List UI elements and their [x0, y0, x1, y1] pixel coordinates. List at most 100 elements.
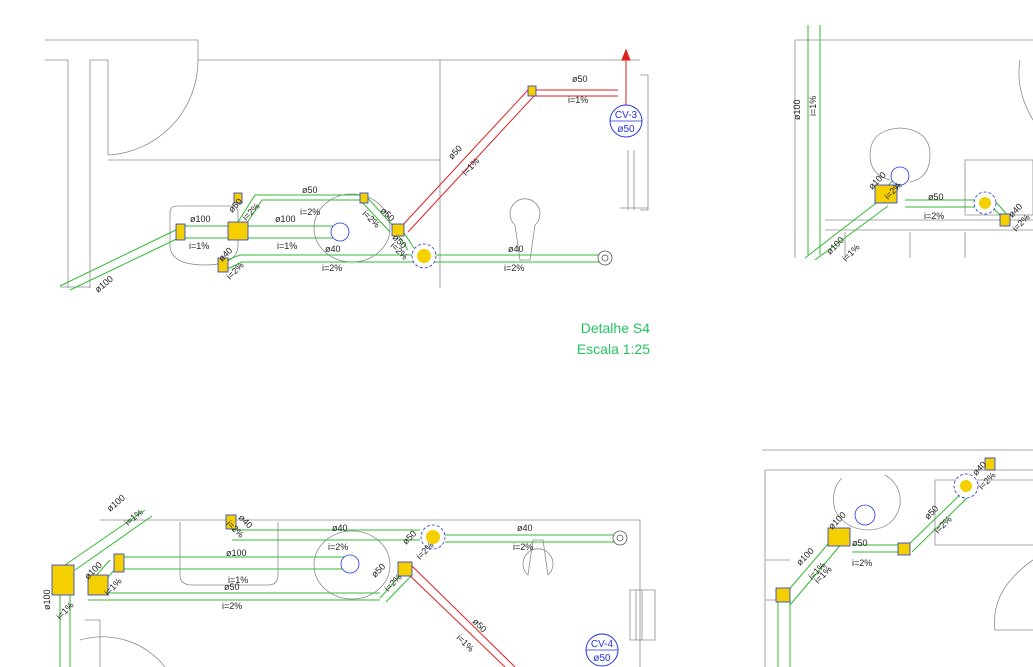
label: i=1% — [460, 156, 481, 178]
label: i=2% — [222, 601, 242, 611]
detail-title: Detalhe S4 — [581, 320, 650, 336]
pipe-d50-diag — [904, 489, 971, 553]
bidet-outlet-inner — [601, 254, 609, 262]
vent-cv4-name: CV-4 — [591, 639, 614, 650]
pipe-d100-vertical — [807, 25, 821, 255]
toilet-outline — [833, 474, 901, 531]
detail-title-block: Detalhe S4 Escala 1:25 — [577, 320, 650, 357]
wall-left — [85, 619, 101, 667]
label: ø100 — [42, 589, 52, 610]
label: ø50 — [224, 582, 240, 592]
label: i=1% — [808, 96, 818, 116]
label: i=1% — [123, 507, 145, 528]
label: ø50 — [852, 538, 868, 548]
label: i=2% — [513, 542, 533, 552]
vent-cv4: CV-4 ø50 — [585, 633, 619, 667]
pipes-bottom-left-red — [403, 565, 516, 667]
fitting-d — [225, 514, 237, 530]
vent-cv3-name: CV-3 — [615, 110, 638, 121]
fitting-g — [217, 257, 229, 273]
label: ø40 — [325, 244, 341, 254]
vent-arrow — [621, 48, 631, 61]
wall-left-inner — [89, 59, 109, 288]
label: ø50 — [369, 561, 387, 579]
wall-bottom — [825, 219, 1033, 258]
toilet-outlet — [330, 222, 350, 242]
panel-bottom-left — [79, 519, 656, 667]
fitting-a — [874, 184, 898, 204]
labels-bottom-left: ø100 i=1% ø40 i=2% ø40 i=2% ø40 i=2% ø10… — [42, 493, 533, 654]
fitting-b — [999, 213, 1011, 227]
fittings-top-left — [175, 85, 613, 273]
floor-drain-core — [417, 249, 431, 263]
sink-outline — [964, 159, 1033, 216]
door-arc — [79, 636, 166, 667]
label: ø100 — [190, 214, 211, 224]
label: i=1% — [228, 575, 248, 585]
vent-cv3-diameter: ø50 — [617, 124, 635, 135]
pipe-d40-lower — [221, 254, 420, 271]
pipe-d100-diag-up — [64, 509, 153, 571]
fittings-bottom-left — [51, 514, 628, 596]
label: ø50 — [446, 143, 464, 161]
pipes-top-left-green — [59, 194, 605, 291]
vent-cv3: CV-3 ø50 — [609, 104, 643, 138]
label: ø50 — [922, 503, 940, 521]
wall-left-door-jamb — [45, 59, 69, 288]
toilet-outlet — [890, 166, 910, 186]
pipe-d100-diag — [59, 227, 186, 291]
label: i=1% — [277, 241, 297, 251]
fittings-bottom-right — [775, 457, 996, 603]
pipe-d50-vent-stack — [399, 89, 618, 233]
fitting-b — [227, 221, 249, 241]
window-right — [629, 589, 656, 641]
vent-cv4-diameter: ø50 — [593, 653, 611, 664]
fitting-c — [897, 542, 911, 556]
fitting-d — [359, 192, 369, 204]
floor-drain-core — [979, 197, 991, 209]
label: i=2% — [328, 542, 348, 552]
bidet-outline — [522, 539, 554, 576]
label: ø50 — [572, 74, 588, 84]
door-arc — [1018, 59, 1033, 121]
panel-top-left — [45, 39, 649, 288]
fitting-c — [233, 192, 243, 204]
fitting-e — [397, 561, 413, 577]
detail-scale: Escala 1:25 — [577, 341, 650, 357]
wall-right — [620, 74, 649, 211]
fitting-d — [984, 457, 996, 471]
label: ø50 — [400, 528, 418, 546]
label: ø40 — [517, 523, 533, 533]
label: ø100 — [792, 99, 802, 120]
label: i=1% — [568, 95, 588, 105]
toilet-outline — [869, 127, 931, 183]
wall-mid — [108, 60, 441, 161]
fitting-a — [175, 223, 186, 241]
labels-top-left: ø50 i=1% ø50 i=1% ø50 ø50 i=2% ø50 i=2% … — [93, 74, 588, 295]
pipe-d100-h1 — [185, 225, 232, 239]
wall-top-left — [45, 39, 640, 61]
fitting-e — [391, 223, 405, 237]
label: ø100 — [275, 214, 296, 224]
fitting-f — [527, 85, 537, 97]
pipes-top-left-red — [399, 48, 631, 233]
pipe-d100-diag — [804, 199, 889, 261]
floor-drain-core — [426, 530, 440, 544]
label: ø50 — [302, 185, 318, 195]
pipe-d40-upper — [232, 529, 420, 541]
label: i=2% — [932, 514, 953, 535]
label: ø40 — [332, 523, 348, 533]
fittings-top-right — [874, 166, 1011, 227]
label: i=2% — [300, 207, 320, 217]
label: i=1% — [840, 242, 861, 263]
label: ø100 — [105, 493, 127, 514]
floor-drain-core — [960, 480, 972, 492]
pipe-d50-h — [905, 199, 975, 208]
tub-curve — [994, 559, 1033, 631]
label: i=1% — [54, 600, 75, 621]
bidet-outline — [509, 198, 541, 261]
wall-top — [100, 519, 641, 540]
label: i=2% — [504, 263, 524, 273]
pipe-d50-h — [852, 544, 905, 553]
